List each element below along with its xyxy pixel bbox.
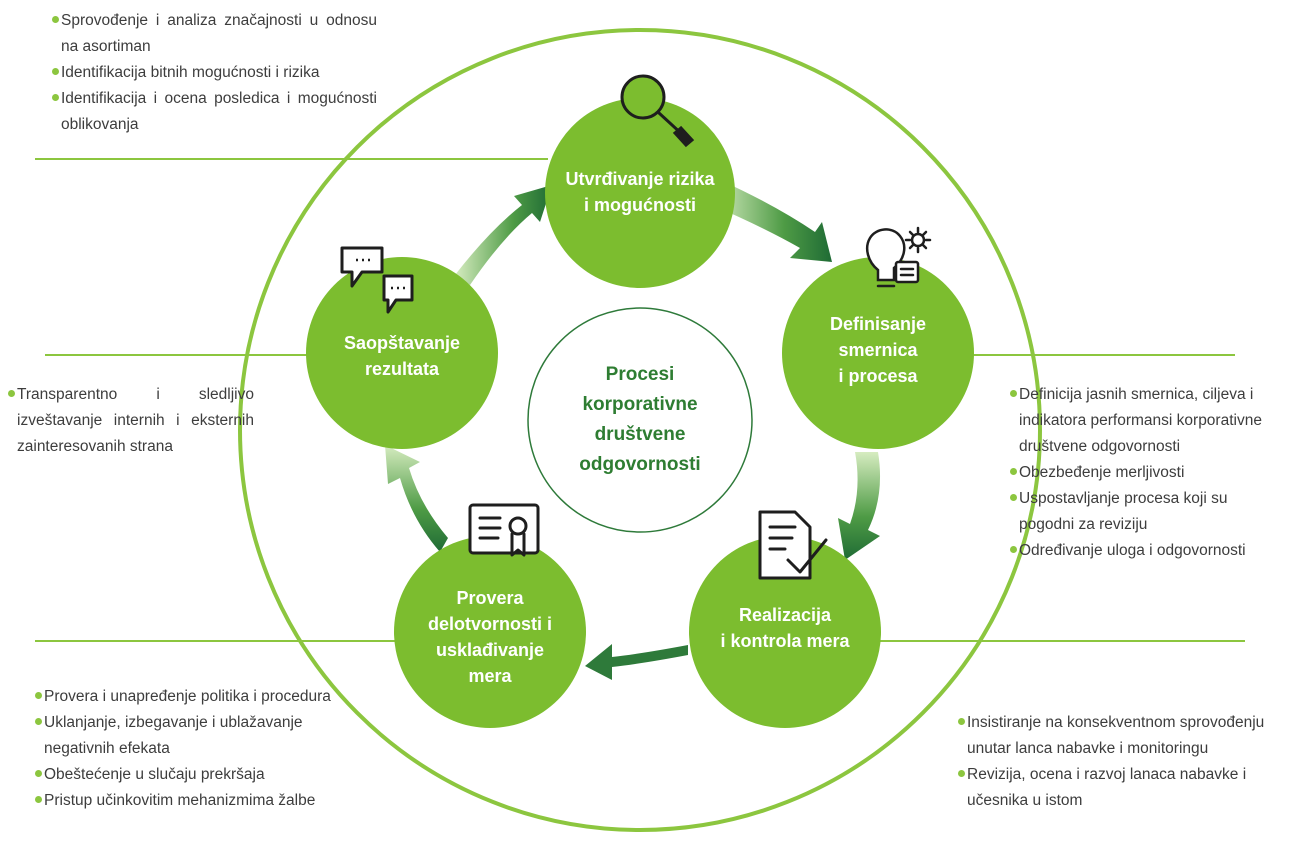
bullets-bottom-right: Insistiranje na konsekventnom sprovođenj… bbox=[958, 710, 1298, 814]
center-title: Procesi korporativne društvene odgovorno… bbox=[579, 364, 701, 475]
list-item: Određivanje uloga i odgovornosti bbox=[1010, 538, 1285, 564]
node-bottom-right-circle bbox=[689, 536, 881, 728]
node-bottom-left-circle bbox=[394, 536, 586, 728]
arrow-bottom-left-to-left bbox=[385, 445, 448, 552]
list-item: Sprovođenje i analiza značajnosti u odno… bbox=[52, 8, 377, 60]
list-item: Definicija jasnih smernica, ciljeva i in… bbox=[1010, 382, 1285, 460]
list-item: Identifikacija bitnih mogućnosti i rizik… bbox=[52, 60, 377, 86]
chat-bubbles-icon bbox=[340, 246, 414, 314]
arrow-left-to-top bbox=[455, 185, 552, 285]
checklist-document-icon bbox=[758, 510, 828, 580]
arrow-bottom-right-to-bottom-left bbox=[585, 644, 688, 680]
list-item: Uspostavljanje procesa koji su pogodni z… bbox=[1010, 486, 1285, 538]
list-item: Transparentno i sledljivo izveštavanje i… bbox=[8, 382, 254, 460]
list-item: Pristup učinkovitim mehanizmima žalbe bbox=[35, 788, 375, 814]
list-item: Revizija, ocena i razvoj lanaca nabavke … bbox=[958, 762, 1298, 814]
bullets-left: Transparentno i sledljivo izveštavanje i… bbox=[8, 382, 254, 460]
center-circle bbox=[527, 307, 753, 533]
magnifier-icon bbox=[620, 74, 695, 148]
node-right-circle bbox=[782, 257, 974, 449]
bullets-top-left: Sprovođenje i analiza značajnosti u odno… bbox=[52, 8, 377, 138]
list-item: Provera i unapređenje politika i procedu… bbox=[35, 684, 375, 710]
list-item: Identifikacija i ocena posledica i moguć… bbox=[52, 86, 377, 138]
list-item: Uklanjanje, izbegavanje i ublažavanje ne… bbox=[35, 710, 375, 762]
bullets-bottom-left: Provera i unapređenje politika i procedu… bbox=[35, 684, 375, 814]
list-item: Obeštećenje u slučaju prekršaja bbox=[35, 762, 375, 788]
bullets-right: Definicija jasnih smernica, ciljeva i in… bbox=[1010, 382, 1285, 564]
lightbulb-gear-icon bbox=[866, 226, 932, 288]
list-item: Obezbeđenje merljivosti bbox=[1010, 460, 1285, 486]
arrow-right-to-bottom-right bbox=[838, 452, 881, 560]
list-item: Insistiranje na konsekventnom sprovođenj… bbox=[958, 710, 1298, 762]
outer-ring bbox=[238, 28, 1042, 832]
arrow-top-to-right bbox=[712, 180, 832, 262]
certificate-icon bbox=[468, 503, 540, 557]
node-left-circle bbox=[306, 257, 498, 449]
